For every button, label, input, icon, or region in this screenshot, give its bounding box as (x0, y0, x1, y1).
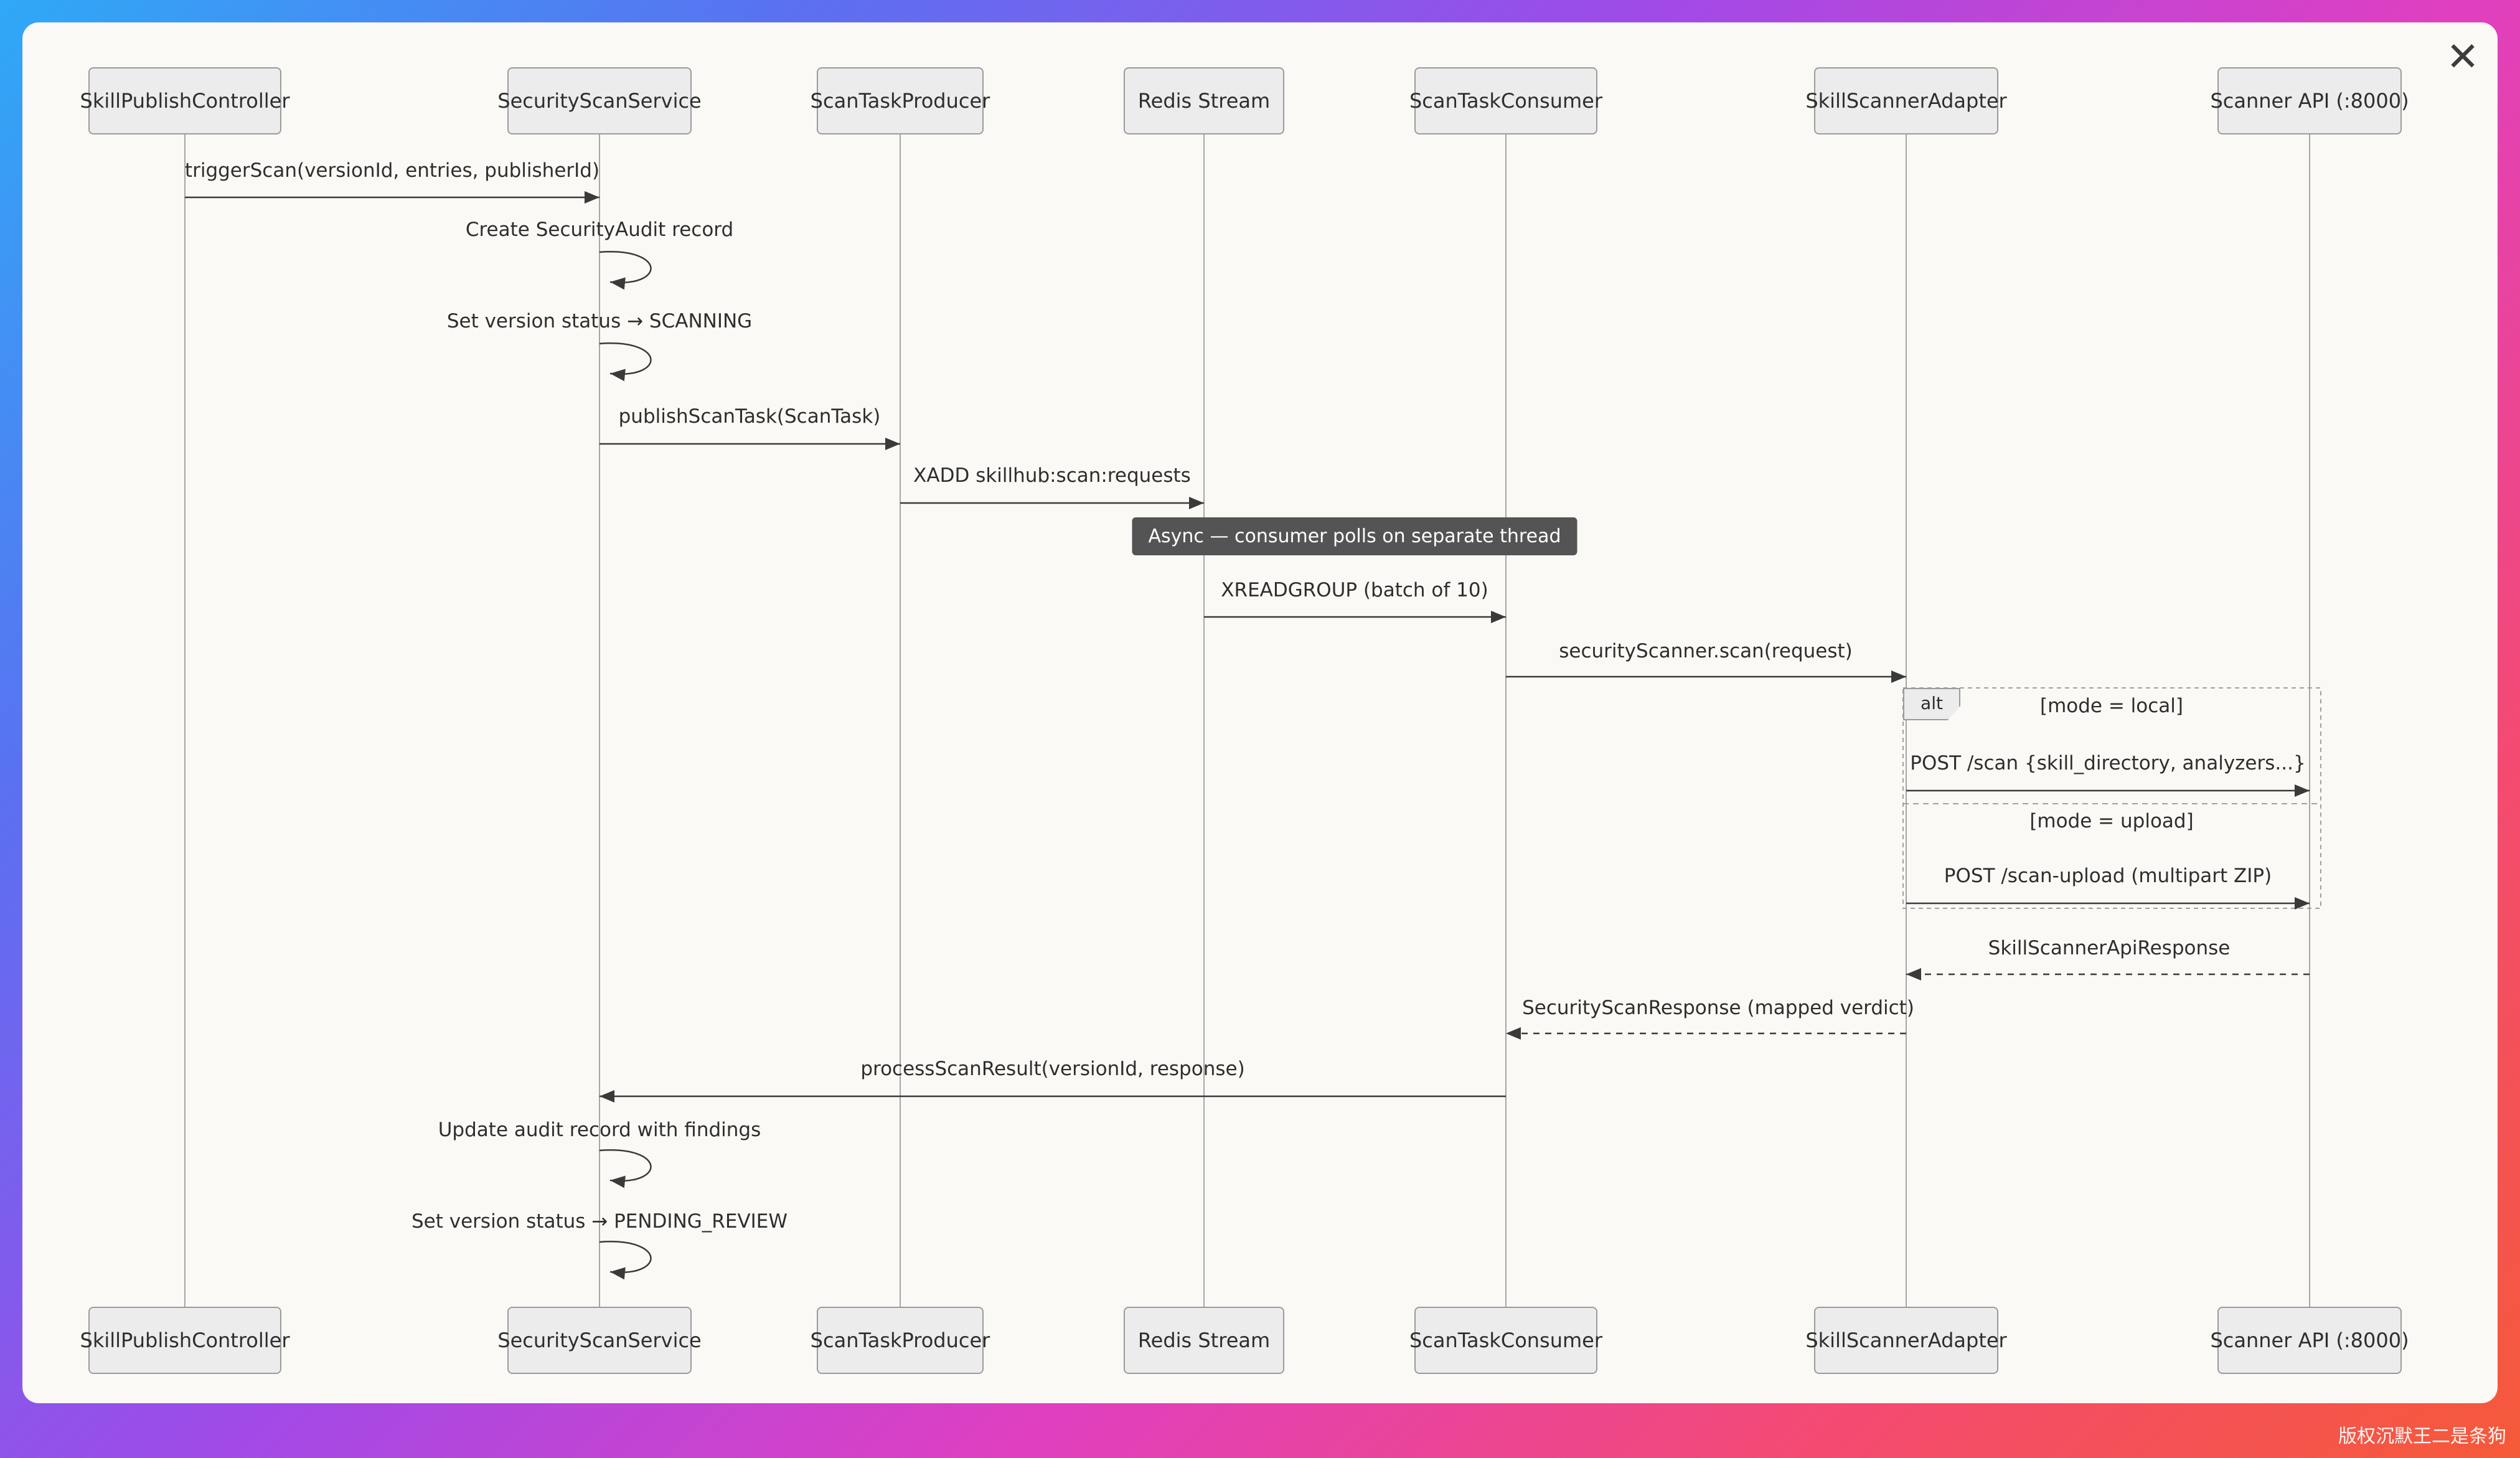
participant-bottom-skill-scanner-adapter: SkillScannerAdapter (1805, 1307, 2007, 1374)
message-trigger-scan: triggerScan(versionId, entries, publishe… (184, 159, 600, 182)
watermark: 版权沉默王二是条狗 (2338, 1426, 2506, 1447)
participant-bottom-skill-publish-controller: SkillPublishController (80, 1307, 290, 1374)
participant-bottom-scan-task-producer: ScanTaskProducer (811, 1307, 990, 1374)
participant-top-skill-scanner-adapter: SkillScannerAdapter (1805, 67, 2007, 134)
participant-bottom-security-scan-service: SecurityScanService (497, 1307, 702, 1374)
participant-bottom-redis-stream: Redis Stream (1124, 1307, 1284, 1374)
message-status-pending: Set version status → PENDING_REVIEW (411, 1210, 788, 1233)
participant-bottom-scan-task-consumer: ScanTaskConsumer (1409, 1307, 1602, 1374)
alt-frame-label: alt (1903, 688, 1960, 720)
participant-top-skill-publish-controller: SkillPublishController (80, 67, 290, 134)
message-post-scan: POST /scan {skill_directory, analyzers..… (1910, 752, 2306, 774)
message-scan-response: SecurityScanResponse (mapped verdict) (1522, 997, 1914, 1019)
alt-condition-local: [mode = local] (2039, 695, 2184, 717)
participant-bottom-scanner-api: Scanner API (:8000) (2210, 1307, 2409, 1374)
message-process-result: processScanResult(versionId, response) (860, 1058, 1245, 1080)
participant-top-scan-task-producer: ScanTaskProducer (811, 67, 990, 134)
alt-frame-border (1902, 687, 2321, 909)
participant-top-scanner-api: Scanner API (:8000) (2210, 67, 2409, 134)
message-xreadgroup: XREADGROUP (batch of 10) (1221, 579, 1488, 601)
participant-top-security-scan-service: SecurityScanService (497, 67, 702, 134)
self-loop-arrows (599, 251, 652, 1280)
close-icon[interactable]: ✕ (2446, 34, 2480, 80)
message-post-scan-upload: POST /scan-upload (multipart ZIP) (1944, 865, 2272, 887)
message-xadd: XADD skillhub:scan:requests (913, 464, 1191, 487)
participant-top-scan-task-consumer: ScanTaskConsumer (1409, 67, 1602, 134)
note-async-consumer: Async — consumer polls on separate threa… (1132, 517, 1577, 555)
message-create-audit: Create SecurityAudit record (465, 219, 734, 241)
message-status-scanning: Set version status → SCANNING (446, 310, 753, 332)
participant-top-redis-stream: Redis Stream (1124, 67, 1284, 134)
message-api-response: SkillScannerApiResponse (1988, 937, 2231, 959)
message-arrows (185, 191, 2310, 1103)
lifelines (184, 134, 2310, 1307)
alt-condition-upload: [mode = upload] (2029, 810, 2194, 832)
message-publish-task: publishScanTask(ScanTask) (618, 405, 881, 428)
message-scan-request: securityScanner.scan(request) (1559, 640, 1853, 662)
message-update-audit: Update audit record with findings (438, 1119, 761, 1141)
diagram-panel (22, 22, 2498, 1403)
